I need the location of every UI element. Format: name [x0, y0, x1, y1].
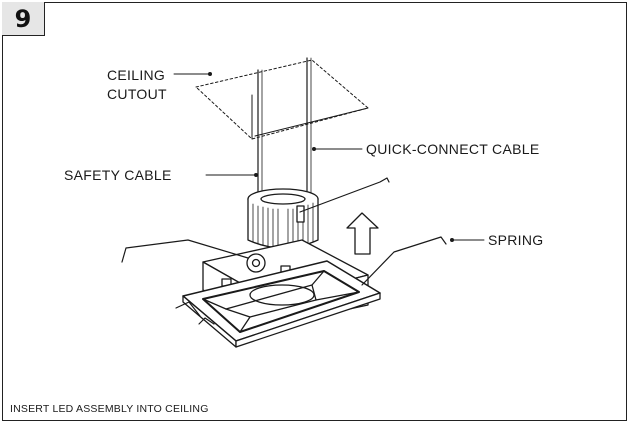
label-ceiling-cutout-line1: CEILING [107, 67, 166, 83]
upward-arrow-icon [346, 212, 379, 255]
label-spring: SPRING [488, 232, 544, 248]
trim-flange [182, 260, 381, 348]
label-quick-connect-cable: QUICK-CONNECT CABLE [366, 141, 540, 157]
step-number-badge: 9 [2, 2, 45, 36]
springs [121, 177, 447, 325]
figure-caption: INSERT LED ASSEMBLY INTO CEILING [10, 403, 209, 415]
heat-sink [247, 188, 319, 249]
figure-frame [2, 2, 627, 421]
label-safety-cable: SAFETY CABLE [64, 167, 172, 183]
label-ceiling-cutout-line2: CUTOUT [107, 86, 167, 102]
cable-clamp [246, 253, 266, 273]
ceiling-cutout-outline [195, 59, 369, 140]
